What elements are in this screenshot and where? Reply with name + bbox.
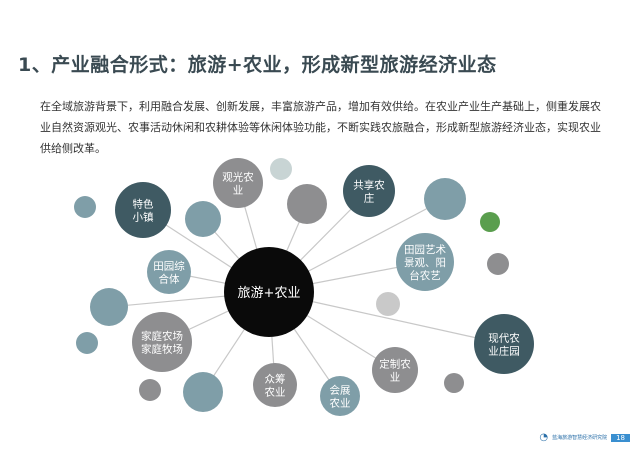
bubble-node — [74, 196, 96, 218]
bubble-label: 会展 — [330, 384, 351, 397]
bubble-node — [115, 182, 171, 238]
bubble-label: 小镇 — [133, 211, 154, 224]
bubble-label: 业庄园 — [488, 345, 520, 358]
bubble-label: 台农艺 — [409, 269, 441, 282]
center-node — [224, 247, 314, 337]
bubble-label: 庄 — [364, 192, 375, 205]
bubble-label: 众筹 — [265, 373, 286, 386]
footer-org: 蓝海旅游智慧经济研究院 — [552, 435, 608, 441]
bubble-label: 业 — [390, 372, 401, 384]
bubble-node — [139, 379, 161, 401]
bubble-node — [396, 233, 454, 291]
bubble-node — [183, 372, 223, 412]
bubble-node — [480, 212, 500, 232]
bubble-label: 现代农 — [488, 332, 520, 345]
bubble-node — [487, 253, 509, 275]
bubble-node — [376, 292, 400, 316]
bubble-label: 农业 — [330, 397, 351, 410]
bubble-label: 定制农 — [379, 358, 411, 371]
description: 在全域旅游背景下，利用融合发展、创新发展，丰富旅游产品，增加有效供给。在农业产业… — [40, 100, 601, 155]
bubble-node — [132, 312, 192, 372]
bubble-node — [270, 158, 292, 180]
bubble-label: 家庭农场 — [141, 330, 183, 343]
bubble-node — [76, 332, 98, 354]
bubble-node — [253, 363, 297, 407]
bubble-node — [287, 184, 327, 224]
bubble-node — [213, 158, 263, 208]
bubble-node — [424, 178, 466, 220]
footer: ◔ 蓝海旅游智慧经济研究院 18 — [539, 432, 630, 443]
bubble-node — [444, 373, 464, 393]
bubble-label: 农业 — [265, 386, 286, 399]
bubble-label: 业 — [233, 185, 244, 197]
bubble-label: 田园艺术 — [404, 244, 446, 256]
bubble-node — [320, 376, 360, 416]
bubble-node — [474, 314, 534, 374]
bubble-node — [343, 165, 395, 217]
bubble-node — [147, 250, 191, 294]
bubble-label: 田园综 — [153, 260, 185, 273]
bubble-node — [372, 347, 418, 393]
bubble-label: 特色 — [133, 198, 154, 211]
center-label: 旅游+农业 — [238, 286, 301, 301]
page-number: 18 — [611, 433, 630, 442]
bubble-label: 家庭牧场 — [141, 343, 183, 356]
page-title: 1、产业融合形式：旅游+农业，形成新型旅游经济业态 — [18, 54, 497, 76]
bubble-label: 观光农 — [222, 171, 254, 184]
bubble-label: 景观、阳 — [404, 257, 446, 269]
bubble-label: 合体 — [159, 273, 180, 286]
logo-icon: ◔ — [539, 432, 549, 443]
bubble-label: 共享农 — [353, 179, 385, 192]
bubble-node — [185, 201, 221, 237]
bubble-node — [90, 288, 128, 326]
